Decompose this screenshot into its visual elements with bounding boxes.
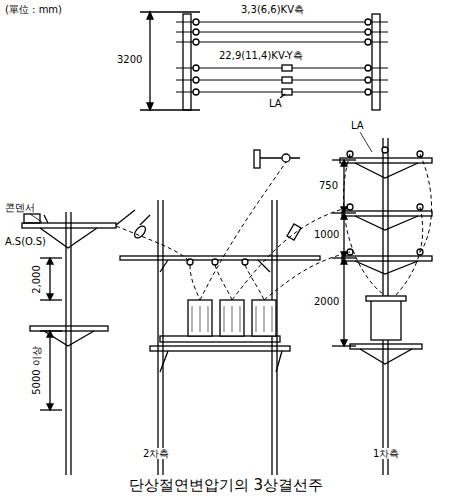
plan-view <box>140 12 388 110</box>
dimension: 750 <box>318 180 339 191</box>
side-label: 2차측 <box>142 448 170 459</box>
right-pole <box>332 132 432 475</box>
dimension: 2,000 <box>30 264 41 295</box>
left-pole <box>22 210 135 475</box>
part-label: A.S(O.S) <box>4 236 47 247</box>
voltage-label: 3,3(6,6)KV측 <box>240 4 305 15</box>
dimension: 2000 <box>313 296 340 307</box>
dimension: 1000 <box>313 229 340 240</box>
part-label: 콘덴서 <box>4 202 36 213</box>
unit-note: (單位 : mm) <box>4 4 63 15</box>
dimension: 5000 이상 <box>30 345 41 396</box>
jumper-wires <box>116 154 432 300</box>
transformer-bank <box>120 150 320 475</box>
voltage-label: 22,9(11,4)KV-Y측 <box>218 50 304 61</box>
arrester-label: LA <box>350 120 365 131</box>
side-label: 1차측 <box>372 448 400 459</box>
caption: 단상절연변압기의 3상결선주 <box>129 476 323 495</box>
dimension: 3200 <box>116 54 143 65</box>
arrester-label: LA <box>268 98 283 109</box>
